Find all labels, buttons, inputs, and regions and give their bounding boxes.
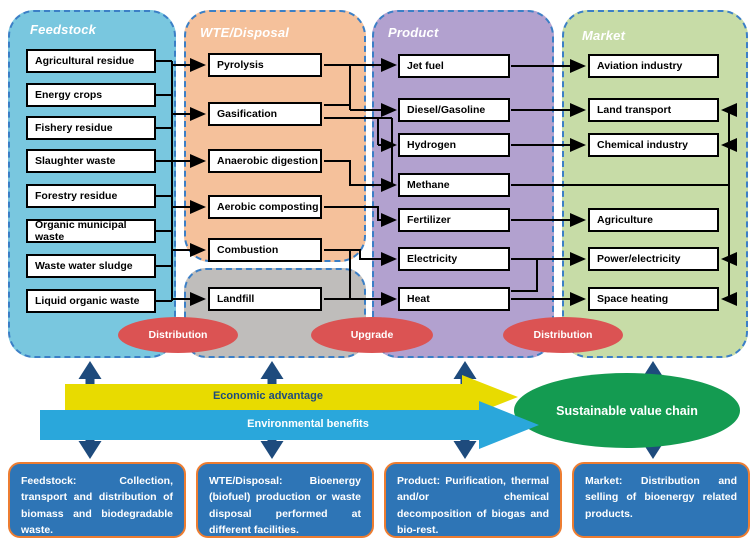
box-fertilizer: Fertilizer <box>398 208 510 232</box>
distribution-ellipse-2: Distribution <box>503 317 623 353</box>
flow-arrow <box>324 206 397 227</box>
footer-market: Market: Distribution and selling of bioe… <box>572 462 750 538</box>
box-electricity: Electricity <box>398 247 510 271</box>
box-aerobic-composting: Aerobic composting <box>208 195 322 219</box>
box-aviation-industry: Aviation industry <box>588 54 719 78</box>
distribution-ellipse-1: Distribution <box>118 317 238 353</box>
footer-wte-disposal: WTE/Disposal: Bioenergy (biofuel) produc… <box>196 462 374 538</box>
environmental-benefits-arrow <box>40 401 539 449</box>
box-fishery-residue: Fishery residue <box>26 116 156 140</box>
box-anaerobic-digestion: Anaerobic digestion <box>208 149 322 173</box>
box-power-electricity: Power/electricity <box>588 247 719 271</box>
box-pyrolysis: Pyrolysis <box>208 53 322 77</box>
market-title: Market <box>582 28 626 43</box>
box-organic-municipal-waste: Organic municipal waste <box>26 219 156 243</box>
flow-line <box>511 259 538 292</box>
feedstock-title: Feedstock <box>30 22 97 37</box>
wte-disposal-title: WTE/Disposal <box>200 25 290 40</box>
environmental-benefits-label: Environmental benefits <box>247 418 369 430</box>
flow-arrow <box>324 160 397 192</box>
box-diesel-gasoline: Diesel/Gasoline <box>398 98 510 122</box>
box-hydrogen: Hydrogen <box>398 133 510 157</box>
box-space-heating: Space heating <box>588 287 719 311</box>
footer-product: Product: Purification, thermal and/or ch… <box>384 462 562 538</box>
product-title: Product <box>388 25 439 40</box>
box-heat: Heat <box>398 287 510 311</box>
box-waste-water-sludge: Waste water sludge <box>26 254 156 278</box>
box-combustion: Combustion <box>208 238 322 262</box>
box-agricultural-residue: Agricultural residue <box>26 49 156 73</box>
flow-arrow <box>324 249 397 266</box>
box-gasification: Gasification <box>208 102 322 126</box>
sustainable-value-chain-label: Sustainable value chain <box>556 403 698 418</box>
sustainable-value-chain-ellipse: Sustainable value chain <box>514 373 740 448</box>
footer-feedstock: Feedstock: Collection, transport and dis… <box>8 462 186 538</box>
box-landfill: Landfill <box>208 287 322 311</box>
box-land-transport: Land transport <box>588 98 719 122</box>
box-methane: Methane <box>398 173 510 197</box>
box-slaughter-waste: Slaughter waste <box>26 149 156 173</box>
economic-advantage-label: Economic advantage <box>212 390 324 402</box>
box-jet-fuel: Jet fuel <box>398 54 510 78</box>
box-forestry-residue: Forestry residue <box>26 184 156 208</box>
upgrade-ellipse: Upgrade <box>311 317 433 353</box>
box-agriculture: Agriculture <box>588 208 719 232</box>
box-liquid-organic-waste: Liquid organic waste <box>26 289 156 313</box>
economic-advantage-arrow <box>65 375 518 419</box>
box-energy-crops: Energy crops <box>26 83 156 107</box>
wte-disposal-column <box>184 10 366 262</box>
box-chemical-industry: Chemical industry <box>588 133 719 157</box>
